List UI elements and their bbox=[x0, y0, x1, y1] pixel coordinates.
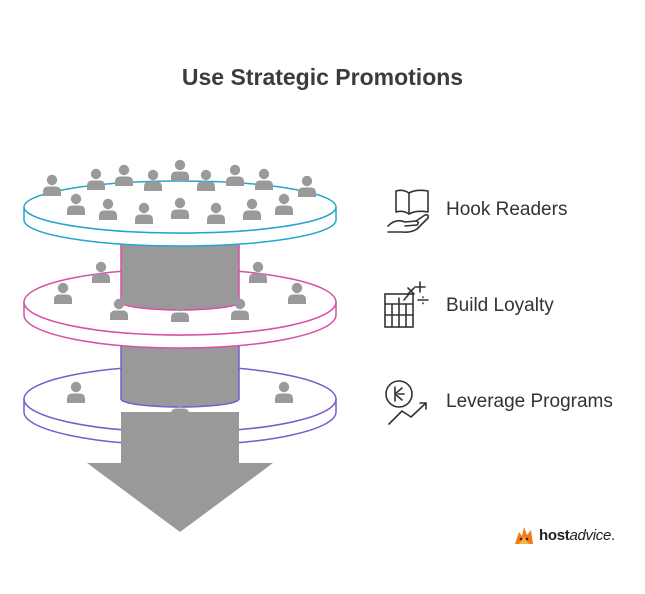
page-title: Use Strategic Promotions bbox=[181, 64, 464, 90]
tier-label-build-loyalty: Build Loyalty bbox=[446, 295, 554, 316]
brand-name-light: advice bbox=[569, 526, 612, 544]
calculator-shop-icon bbox=[384, 281, 429, 328]
tier-label-leverage-programs: Leverage Programs bbox=[446, 391, 613, 412]
brand-name-bold: host bbox=[539, 526, 570, 544]
open-book-hand-icon bbox=[387, 189, 429, 233]
tier-label-hook-readers: Hook Readers bbox=[446, 199, 568, 220]
fox-logo-icon bbox=[515, 527, 533, 544]
brand-name-suffix: . bbox=[611, 526, 615, 544]
rupee-growth-icon bbox=[385, 380, 427, 425]
down-arrow-icon bbox=[87, 463, 273, 532]
brand-logo: hostadvice. bbox=[513, 524, 615, 546]
